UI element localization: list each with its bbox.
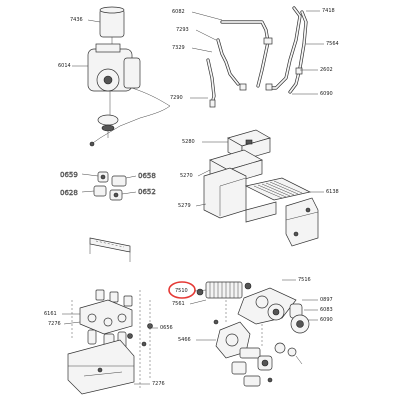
highlight-circle xyxy=(168,281,196,299)
label-pump-body: 6014 xyxy=(58,63,71,69)
label-pipe-right-mid: 7564 xyxy=(326,41,339,47)
label-pipe-left-low: 7290 xyxy=(170,95,183,101)
label-ring-b: 0658 xyxy=(138,172,156,180)
valve-assembly xyxy=(196,281,310,387)
plate-heat-exchanger xyxy=(205,281,243,299)
label-pipe-b: 7329 xyxy=(172,45,185,51)
label-ring-d: 0652 xyxy=(138,188,156,196)
label-valve-right-c: 6090 xyxy=(320,317,333,323)
label-pump-cap: 7436 xyxy=(70,17,83,23)
label-block-low: 5279 xyxy=(178,203,191,209)
label-pipe-top-clip: 6082 xyxy=(172,9,185,15)
label-valve-right-b: 6083 xyxy=(320,307,333,313)
label-manifold-c: 0656 xyxy=(160,325,173,331)
drip-tray xyxy=(67,339,135,395)
label-plate-sub: 7561 xyxy=(172,301,185,307)
label-valve-left: 5466 xyxy=(178,337,191,343)
pump-assembly xyxy=(87,6,171,147)
mounting-bracket xyxy=(89,237,131,262)
label-plate-right: 7516 xyxy=(298,277,311,283)
exchanger-fins xyxy=(253,180,303,199)
label-pipe-right-low: 2602 xyxy=(320,67,333,73)
label-ring-a: 0659 xyxy=(60,171,78,179)
pipe-assembly xyxy=(206,6,308,108)
burner-block-assembly xyxy=(203,129,319,247)
label-pipe-a: 7293 xyxy=(176,27,189,33)
label-pipe-right-top: 7418 xyxy=(322,8,335,14)
label-tray: 7276 xyxy=(152,381,165,387)
label-block-top: 5280 xyxy=(182,139,195,145)
label-highlighted-part: 7510 xyxy=(175,288,188,294)
label-manifold-a: 6161 xyxy=(44,311,57,317)
ring-parts xyxy=(93,171,127,201)
label-manifold-b: 7276 xyxy=(48,321,61,327)
label-pipe-right-bottom: 6090 xyxy=(320,91,333,97)
label-ring-c: 0628 xyxy=(60,189,78,197)
manifold-assembly xyxy=(67,289,153,395)
label-exchanger: 6138 xyxy=(326,189,339,195)
label-block-mid: 5270 xyxy=(180,173,193,179)
label-valve-right-a: 0897 xyxy=(320,297,333,303)
